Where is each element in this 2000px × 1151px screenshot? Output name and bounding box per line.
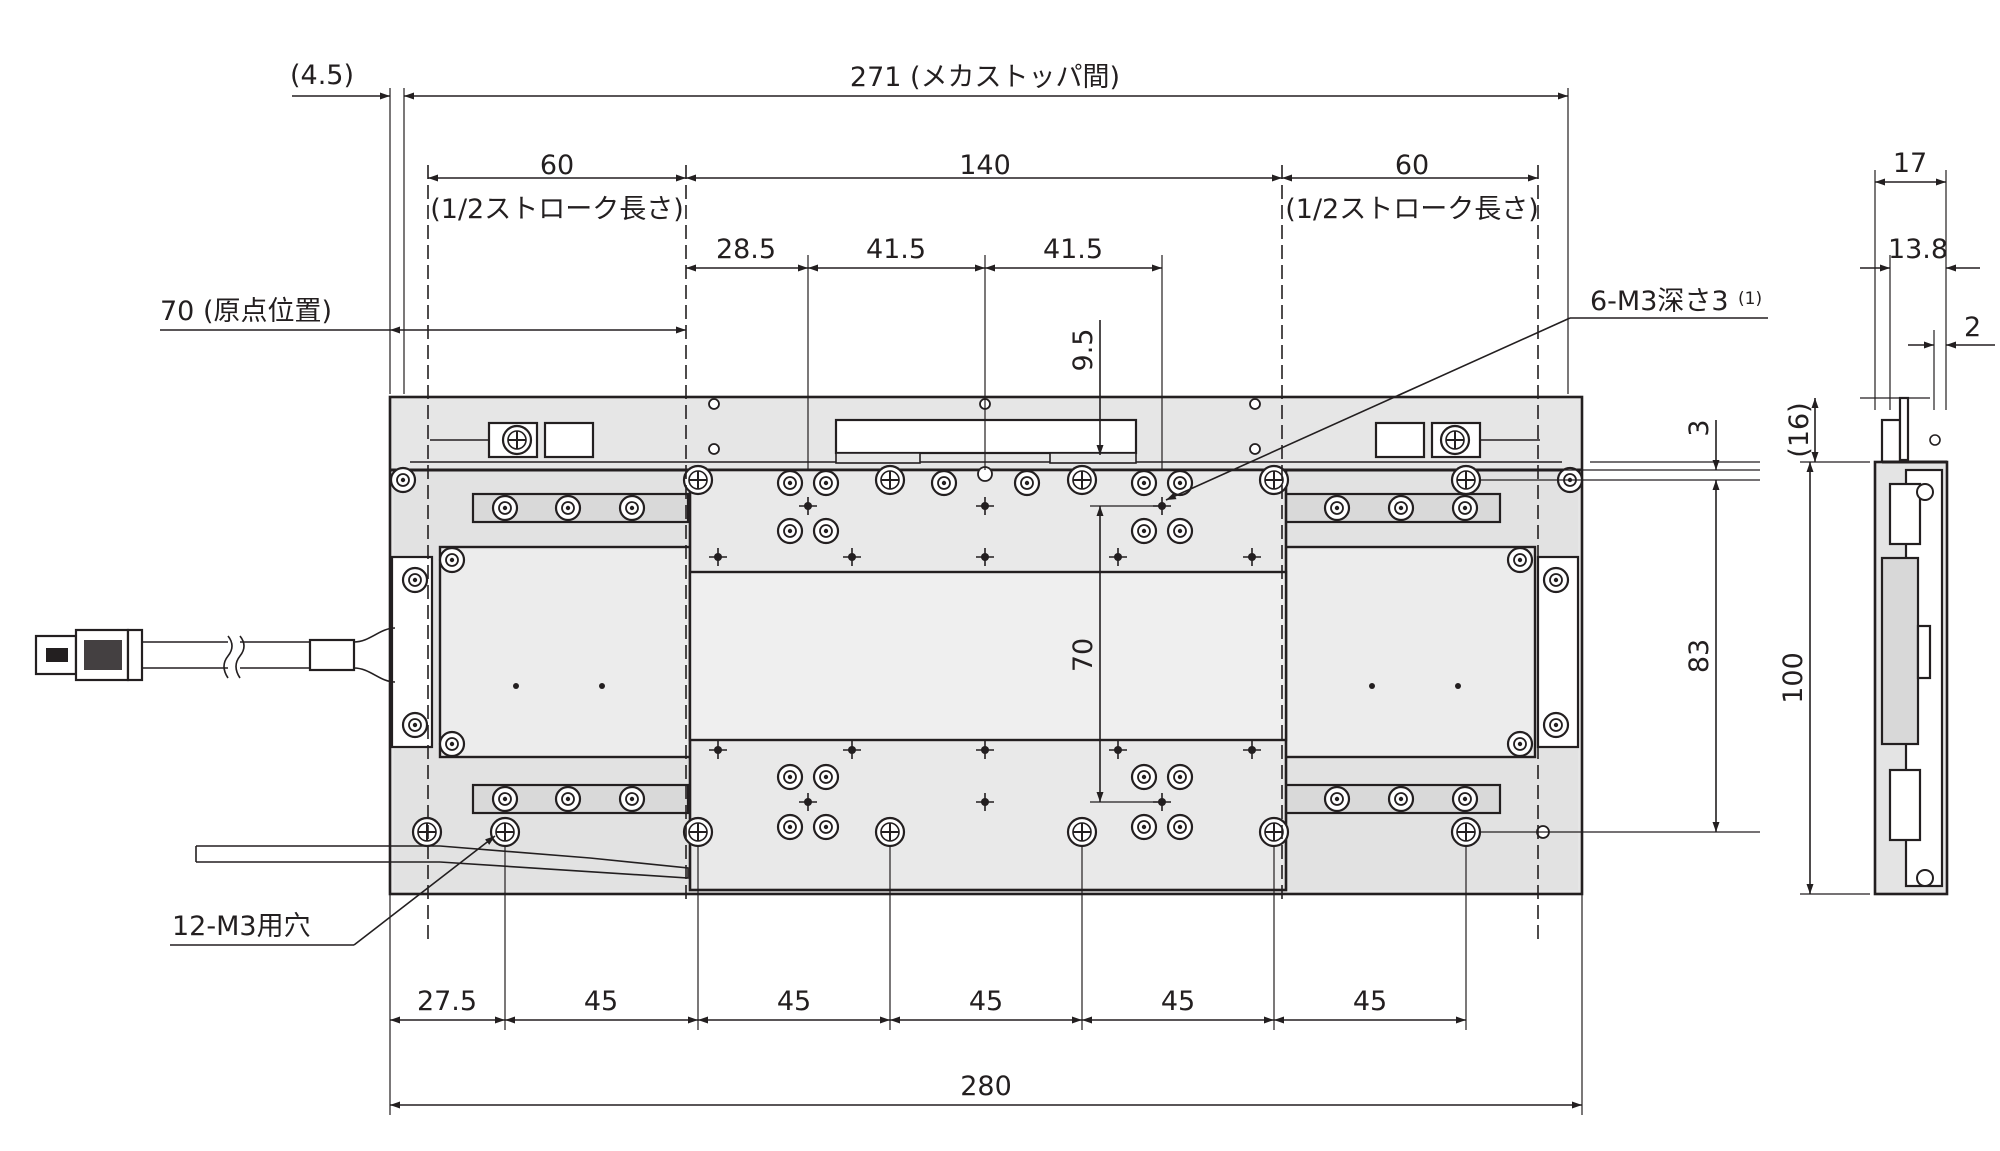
dim-280: 280 xyxy=(960,1071,1012,1102)
dim-60-right: 60 xyxy=(1395,150,1429,181)
dim-28-5: 28.5 xyxy=(716,234,776,265)
side-view xyxy=(1873,396,1949,896)
dim-271: 271 (メカストッパ間) xyxy=(850,62,1120,93)
dim-45-1: 45 xyxy=(584,986,618,1017)
dim-41-5-b: 41.5 xyxy=(1043,234,1103,265)
dim-140: 140 xyxy=(959,150,1011,181)
callout-tapped-holes-note: (1) xyxy=(1738,289,1762,309)
dim-4-5: (4.5) xyxy=(290,60,354,91)
dim-half-stroke-left: (1/2ストローク長さ) xyxy=(430,194,684,225)
callout-tapped-holes: 6-M3深さ3 xyxy=(1590,286,1729,317)
dim-9-5: 9.5 xyxy=(1068,329,1099,372)
dim-27-5: 27.5 xyxy=(417,986,477,1017)
dim-45-4: 45 xyxy=(1161,986,1195,1017)
dim-45-3: 45 xyxy=(969,986,1003,1017)
dim-70-vertical: 70 xyxy=(1068,638,1099,672)
dim-45-5: 45 xyxy=(1353,986,1387,1017)
dim-13-8: 13.8 xyxy=(1888,234,1948,265)
dim-60-left: 60 xyxy=(540,150,574,181)
dim-41-5-a: 41.5 xyxy=(866,234,926,265)
dimension-lines xyxy=(160,88,1995,1115)
dimension-labels: (4.5) 271 (メカストッパ間) 60 (1/2ストローク長さ) 140 … xyxy=(160,60,1981,1102)
cable-connector xyxy=(34,627,689,879)
callout-mount-holes: 12-M3用穴 xyxy=(172,911,311,942)
dim-3: 3 xyxy=(1684,419,1715,436)
dim-16: (16) xyxy=(1784,402,1815,457)
dim-45-2: 45 xyxy=(777,986,811,1017)
dim-100: 100 xyxy=(1778,652,1809,704)
dim-70-origin: 70 (原点位置) xyxy=(160,296,332,327)
dim-83: 83 xyxy=(1684,639,1715,673)
dim-2: 2 xyxy=(1964,312,1981,343)
stage-body xyxy=(388,395,1584,896)
dim-17: 17 xyxy=(1893,148,1927,179)
dim-half-stroke-right: (1/2ストローク長さ) xyxy=(1285,194,1539,225)
